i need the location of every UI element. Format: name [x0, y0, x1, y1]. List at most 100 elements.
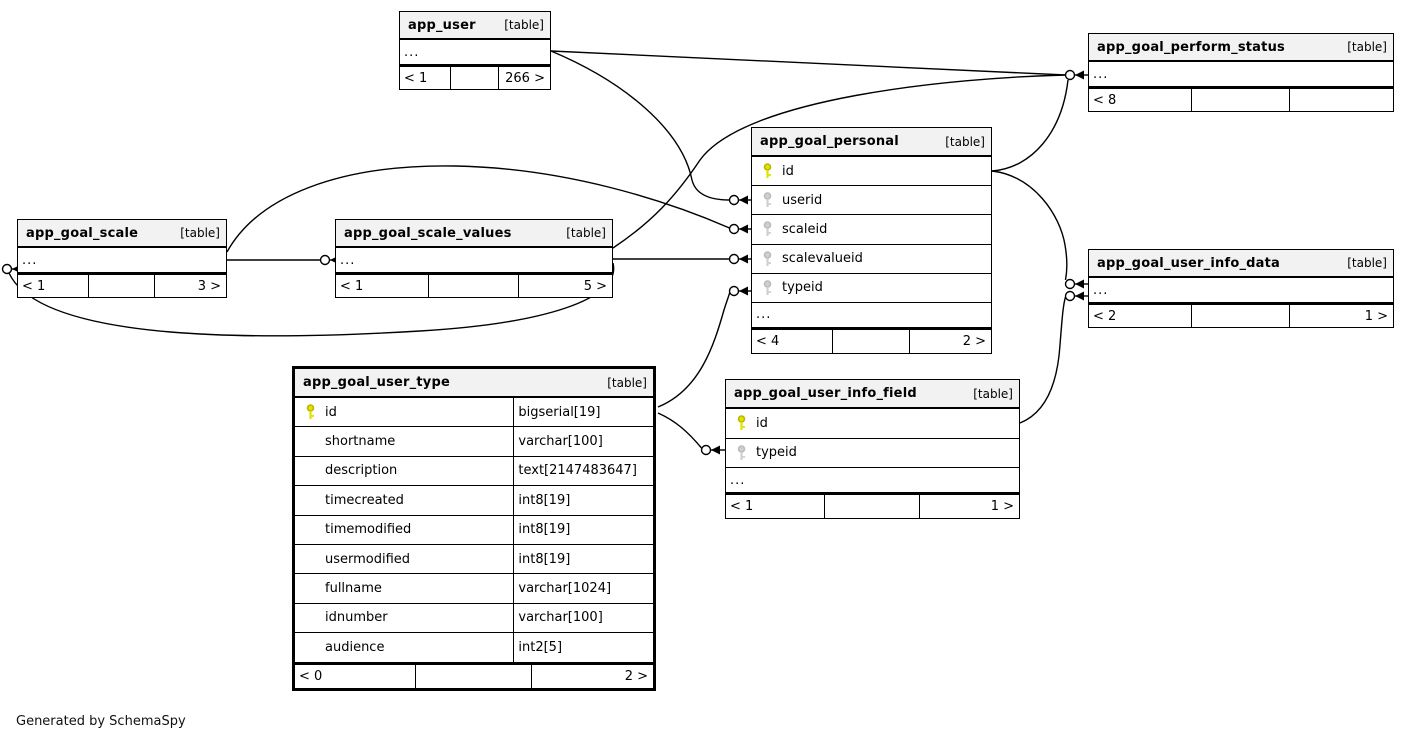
footer-spacer	[832, 329, 909, 353]
table-app_goal_personal: app_goal_personal [table] id userid scaleid s…	[751, 127, 992, 354]
generator-note: Generated by SchemaSpy	[16, 714, 186, 729]
relationship-edge	[1019, 296, 1067, 424]
fk-connector	[728, 194, 751, 206]
circle-terminator-icon	[728, 253, 740, 265]
table-name[interactable]: app_user	[408, 17, 476, 33]
column-name: timemodified	[325, 522, 412, 538]
column-row-timemodified: timemodified int8[19]	[295, 515, 653, 545]
primary-key-icon	[306, 404, 315, 420]
table-header: app_goal_scale[table]	[18, 220, 226, 248]
arrowhead-icon	[1075, 70, 1084, 80]
parents-count: < 8	[1093, 92, 1117, 108]
column-name: id	[782, 163, 794, 179]
circle-terminator-icon	[700, 444, 712, 456]
circle-terminator-icon	[728, 223, 740, 235]
table-name[interactable]: app_goal_perform_status	[1097, 39, 1285, 55]
column-row-id: id	[726, 409, 1019, 439]
children-count: 2 >	[909, 329, 991, 353]
column-type: int8[19]	[513, 515, 653, 544]
parents-count: < 4	[756, 333, 780, 349]
column-row-scalevalueid: scalevalueid	[752, 245, 991, 274]
arrowhead-icon	[739, 195, 748, 205]
children-count: 1 >	[919, 495, 1019, 518]
hidden-columns-row[interactable]: ...	[752, 303, 991, 328]
ellipsis-label: ...	[1093, 66, 1109, 82]
footer-spacer	[1190, 305, 1290, 327]
hidden-columns-row[interactable]: ...	[18, 248, 226, 273]
footer-spacer	[450, 67, 497, 89]
ellipsis-label: ...	[22, 252, 38, 268]
column-type: varchar[1024]	[513, 574, 653, 603]
footer-spacer	[414, 664, 532, 688]
relationship-edge	[550, 50, 730, 201]
relationship-edge	[991, 79, 1069, 172]
table-header: app_goal_perform_status [table]	[1089, 34, 1393, 62]
arrowhead-icon	[739, 286, 748, 296]
hidden-columns-row[interactable]: ...	[1089, 62, 1393, 87]
column-name: scaleid	[782, 221, 828, 237]
ellipsis-label: ...	[340, 252, 356, 268]
fk-connector	[1064, 290, 1088, 302]
primary-key-icon	[763, 163, 772, 179]
children-count	[1289, 89, 1393, 111]
circle-terminator-icon	[319, 254, 331, 266]
table-app_user: app_user[table]... < 1 266 >	[399, 11, 551, 90]
column-type: int2[5]	[513, 633, 653, 662]
parents-count: < 1	[404, 70, 428, 86]
table-name[interactable]: app_goal_user_type	[303, 375, 450, 390]
column-row-id: id	[752, 157, 991, 187]
fk-connector	[700, 444, 725, 456]
column-name: usermodified	[325, 551, 411, 567]
column-row-typeid: typeid	[752, 274, 991, 303]
footer-spacer	[87, 275, 155, 297]
table-name[interactable]: app_goal_scale	[26, 225, 139, 241]
parents-count: < 1	[340, 278, 364, 294]
table-type-tag: [table]	[1347, 40, 1387, 54]
hidden-columns-row[interactable]: ...	[336, 248, 612, 273]
table-type-tag: [table]	[1347, 256, 1387, 270]
table-header: app_user[table]	[400, 12, 550, 40]
foreign-key-icon	[763, 221, 772, 237]
ellipsis-label: ...	[1093, 282, 1109, 298]
children-count: 2 >	[531, 664, 653, 688]
table-header: app_goal_user_info_field[table]	[726, 380, 1019, 409]
column-row-userid: userid	[752, 186, 991, 216]
children-count: 266 >	[497, 67, 550, 89]
column-type: varchar[100]	[513, 603, 653, 633]
foreign-key-icon	[763, 250, 772, 266]
arrowhead-icon	[739, 224, 748, 234]
ellipsis-label: ...	[730, 472, 746, 488]
ellipsis-label: ...	[404, 44, 420, 60]
circle-terminator-icon	[1064, 69, 1076, 81]
column-name: description	[325, 463, 398, 479]
hidden-columns-row[interactable]: ...	[726, 468, 1019, 493]
table-name[interactable]: app_goal_user_info_data	[1097, 255, 1281, 271]
column-type: bigserial[19]	[513, 398, 653, 427]
table-name[interactable]: app_goal_scale_values	[344, 225, 512, 241]
column-type: varchar[100]	[513, 427, 653, 456]
hidden-columns-row[interactable]: ...	[400, 40, 550, 65]
footer-spacer	[824, 495, 919, 518]
circle-terminator-icon	[1, 263, 13, 275]
hidden-columns-row[interactable]: ...	[1089, 278, 1393, 303]
relationship-edge	[657, 412, 703, 449]
column-name: scalevalueid	[782, 251, 863, 267]
table-name[interactable]: app_goal_personal	[760, 134, 899, 149]
parents-count: < 1	[22, 278, 46, 294]
table-type-tag: [table]	[945, 134, 985, 149]
footer-spacer	[1190, 89, 1290, 111]
parents-count: < 2	[1093, 308, 1117, 324]
table-name[interactable]: app_goal_user_info_field	[734, 386, 917, 401]
